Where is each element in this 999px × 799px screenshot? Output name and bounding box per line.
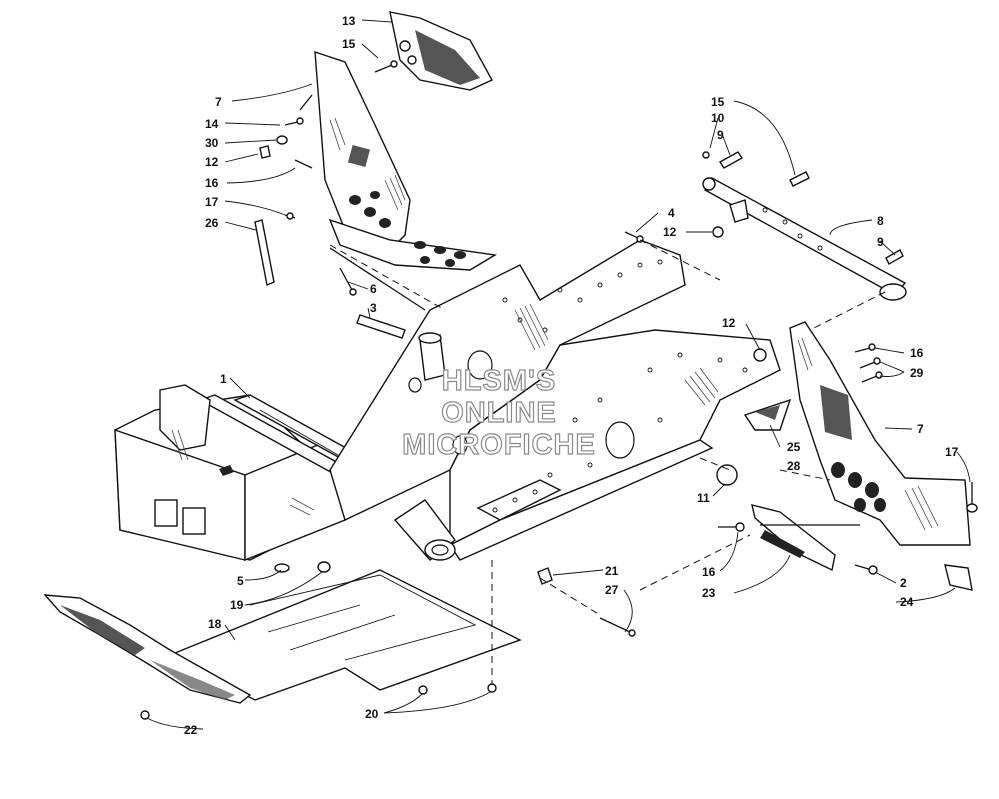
callout-17-right: 17 <box>945 445 959 459</box>
callout-15: 15 <box>342 37 356 51</box>
upper-footrest <box>314 51 498 271</box>
callout-14: 14 <box>205 117 219 131</box>
plate-24 <box>944 564 973 591</box>
skid-plate <box>43 594 252 704</box>
callout-11: 11 <box>697 491 710 505</box>
callout-4: 4 <box>668 206 675 220</box>
callout-24: 24 <box>900 595 914 609</box>
callout-16: 16 <box>205 176 219 190</box>
callout-10: 10 <box>711 111 725 125</box>
callout-6: 6 <box>370 282 377 296</box>
callout-9-right: 9 <box>877 235 884 249</box>
lower-footrest-bracket <box>751 504 836 572</box>
callout-19: 19 <box>230 598 244 612</box>
callout-12-right: 12 <box>722 316 736 330</box>
watermark-line-3: MICROFICHE <box>402 429 596 461</box>
callout-23: 23 <box>702 586 716 600</box>
callout-3: 3 <box>370 301 377 315</box>
callout-21: 21 <box>605 564 619 578</box>
callout-5: 5 <box>237 574 244 588</box>
nose-bracket <box>389 11 493 91</box>
watermark-line-2: ONLINE <box>441 397 557 429</box>
callout-7: 7 <box>215 95 222 109</box>
callout-27: 27 <box>605 583 619 597</box>
callout-7-right: 7 <box>917 422 924 436</box>
callout-29: 29 <box>910 366 924 380</box>
callout-12-cross: 12 <box>663 225 677 239</box>
callout-16-right: 16 <box>910 346 924 360</box>
callout-30: 30 <box>205 136 219 150</box>
callout-12: 12 <box>205 155 219 169</box>
watermark: HLSM'S ONLINE MICROFICHE <box>402 364 596 461</box>
callout-20: 20 <box>365 707 379 721</box>
side-footrest-right <box>743 321 971 546</box>
callout-25: 25 <box>787 440 801 454</box>
callout-8: 8 <box>877 214 884 228</box>
callout-18: 18 <box>208 617 222 631</box>
callout-1: 1 <box>220 372 227 386</box>
hardware <box>140 60 978 720</box>
steering-crossbar <box>702 177 907 301</box>
callout-9: 9 <box>717 128 724 142</box>
assembly-lines <box>329 239 886 685</box>
callout-13: 13 <box>342 14 356 28</box>
callout-28: 28 <box>787 459 801 473</box>
callouts: 13 15 7 14 30 12 16 17 26 6 3 1 5 19 18 … <box>184 14 959 737</box>
callout-17: 17 <box>205 195 219 209</box>
chassis-frame <box>114 239 781 573</box>
callout-26: 26 <box>205 216 219 230</box>
callout-16-lower: 16 <box>702 565 716 579</box>
callout-22: 22 <box>184 723 198 737</box>
belly-pan <box>168 569 522 701</box>
callout-15-cross: 15 <box>711 95 725 109</box>
callout-2: 2 <box>900 576 907 590</box>
leader-lines <box>146 19 971 730</box>
watermark-line-1: HLSM'S <box>442 365 556 397</box>
